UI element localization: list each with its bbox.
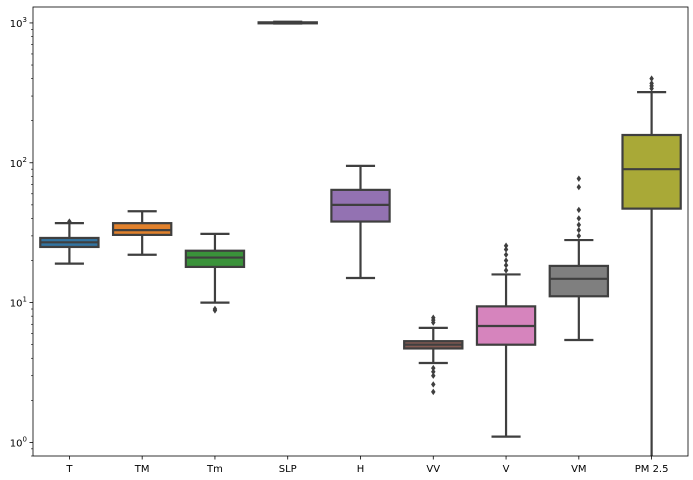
box-tm: [184, 232, 246, 314]
box-slp: [257, 20, 318, 25]
flier-point: [431, 368, 436, 376]
flier-point: [503, 246, 509, 253]
x-tick-label: T: [65, 464, 73, 475]
y-tick-exponent: 2: [23, 156, 27, 164]
flier-point: [576, 226, 582, 234]
flier-point: [503, 251, 509, 258]
box-pm-2-5: [621, 75, 682, 456]
flier-point: [503, 262, 509, 269]
flier-point: [503, 267, 509, 274]
flier-point: [576, 221, 582, 229]
box-v: [475, 242, 537, 438]
flier-point: [212, 307, 218, 314]
flier-point: [576, 183, 582, 191]
y-tick-base: 10: [10, 299, 23, 310]
boxes-layer: [39, 20, 682, 456]
y-tick-base: 10: [10, 159, 23, 170]
iqr-box: [184, 249, 246, 269]
y-tick-label: 102: [10, 156, 27, 170]
box-t: [39, 218, 100, 265]
flier-point: [431, 364, 436, 372]
y-tick-label: 100: [10, 435, 27, 449]
flier-point: [576, 232, 582, 240]
y-tick-base: 10: [10, 438, 23, 449]
box-vv: [403, 314, 464, 396]
flier-point: [431, 388, 436, 396]
y-tick-label: 103: [10, 16, 27, 30]
x-tick-label: PM 2.5: [635, 464, 669, 475]
flier-point: [431, 319, 436, 326]
flier-point: [576, 206, 582, 214]
flier-point: [649, 75, 654, 82]
y-tick-label: 101: [10, 296, 27, 310]
flier-point: [503, 242, 509, 249]
x-tick-label: VV: [426, 464, 440, 475]
flier-point: [576, 215, 582, 222]
x-tick-label: SLP: [279, 464, 297, 475]
box-vm: [548, 175, 610, 342]
x-tick-label: Tm: [206, 464, 223, 475]
y-tick-base: 10: [10, 19, 23, 30]
y-tick-exponent: 3: [23, 16, 27, 24]
x-tick-label: VM: [571, 464, 586, 475]
y-tick-exponent: 0: [23, 435, 27, 443]
plot-frame: [32, 6, 689, 457]
x-tick-label: TM: [134, 464, 150, 475]
flier-point: [503, 257, 509, 264]
flier-point: [649, 80, 654, 87]
iqr-box: [621, 133, 682, 210]
y-tick-exponent: 1: [23, 296, 27, 304]
flier-point: [576, 175, 582, 182]
iqr-box: [548, 264, 610, 298]
flier-point: [431, 372, 436, 379]
flier-point: [431, 381, 436, 388]
box-tm: [111, 210, 173, 256]
x-tick-label: H: [357, 464, 365, 475]
flier-point: [67, 218, 72, 225]
box-h: [330, 164, 391, 280]
x-tick-label: V: [503, 464, 510, 475]
